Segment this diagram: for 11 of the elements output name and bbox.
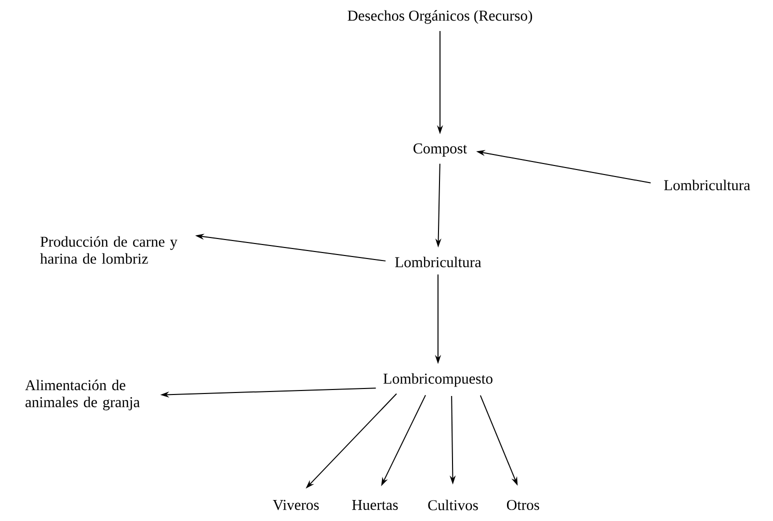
flow-label: Huertas bbox=[352, 500, 398, 510]
flow-label: Lombricultura bbox=[664, 180, 750, 190]
flow-label: Otros bbox=[506, 500, 540, 510]
flow-label: Desechos Orgánicos (Recurso) bbox=[348, 10, 532, 24]
flow-label: Producción de carne y harina de lombriz bbox=[40, 236, 178, 264]
flow-label: Viveros bbox=[272, 500, 319, 510]
flow-label: Lombricompuesto bbox=[383, 373, 492, 387]
flow-label: Cultivos bbox=[428, 500, 478, 510]
flow-label: Alimentación de animales de granja bbox=[25, 380, 140, 410]
flow-label: Compost bbox=[414, 143, 467, 157]
flow-label: Lombricultura bbox=[395, 256, 482, 268]
